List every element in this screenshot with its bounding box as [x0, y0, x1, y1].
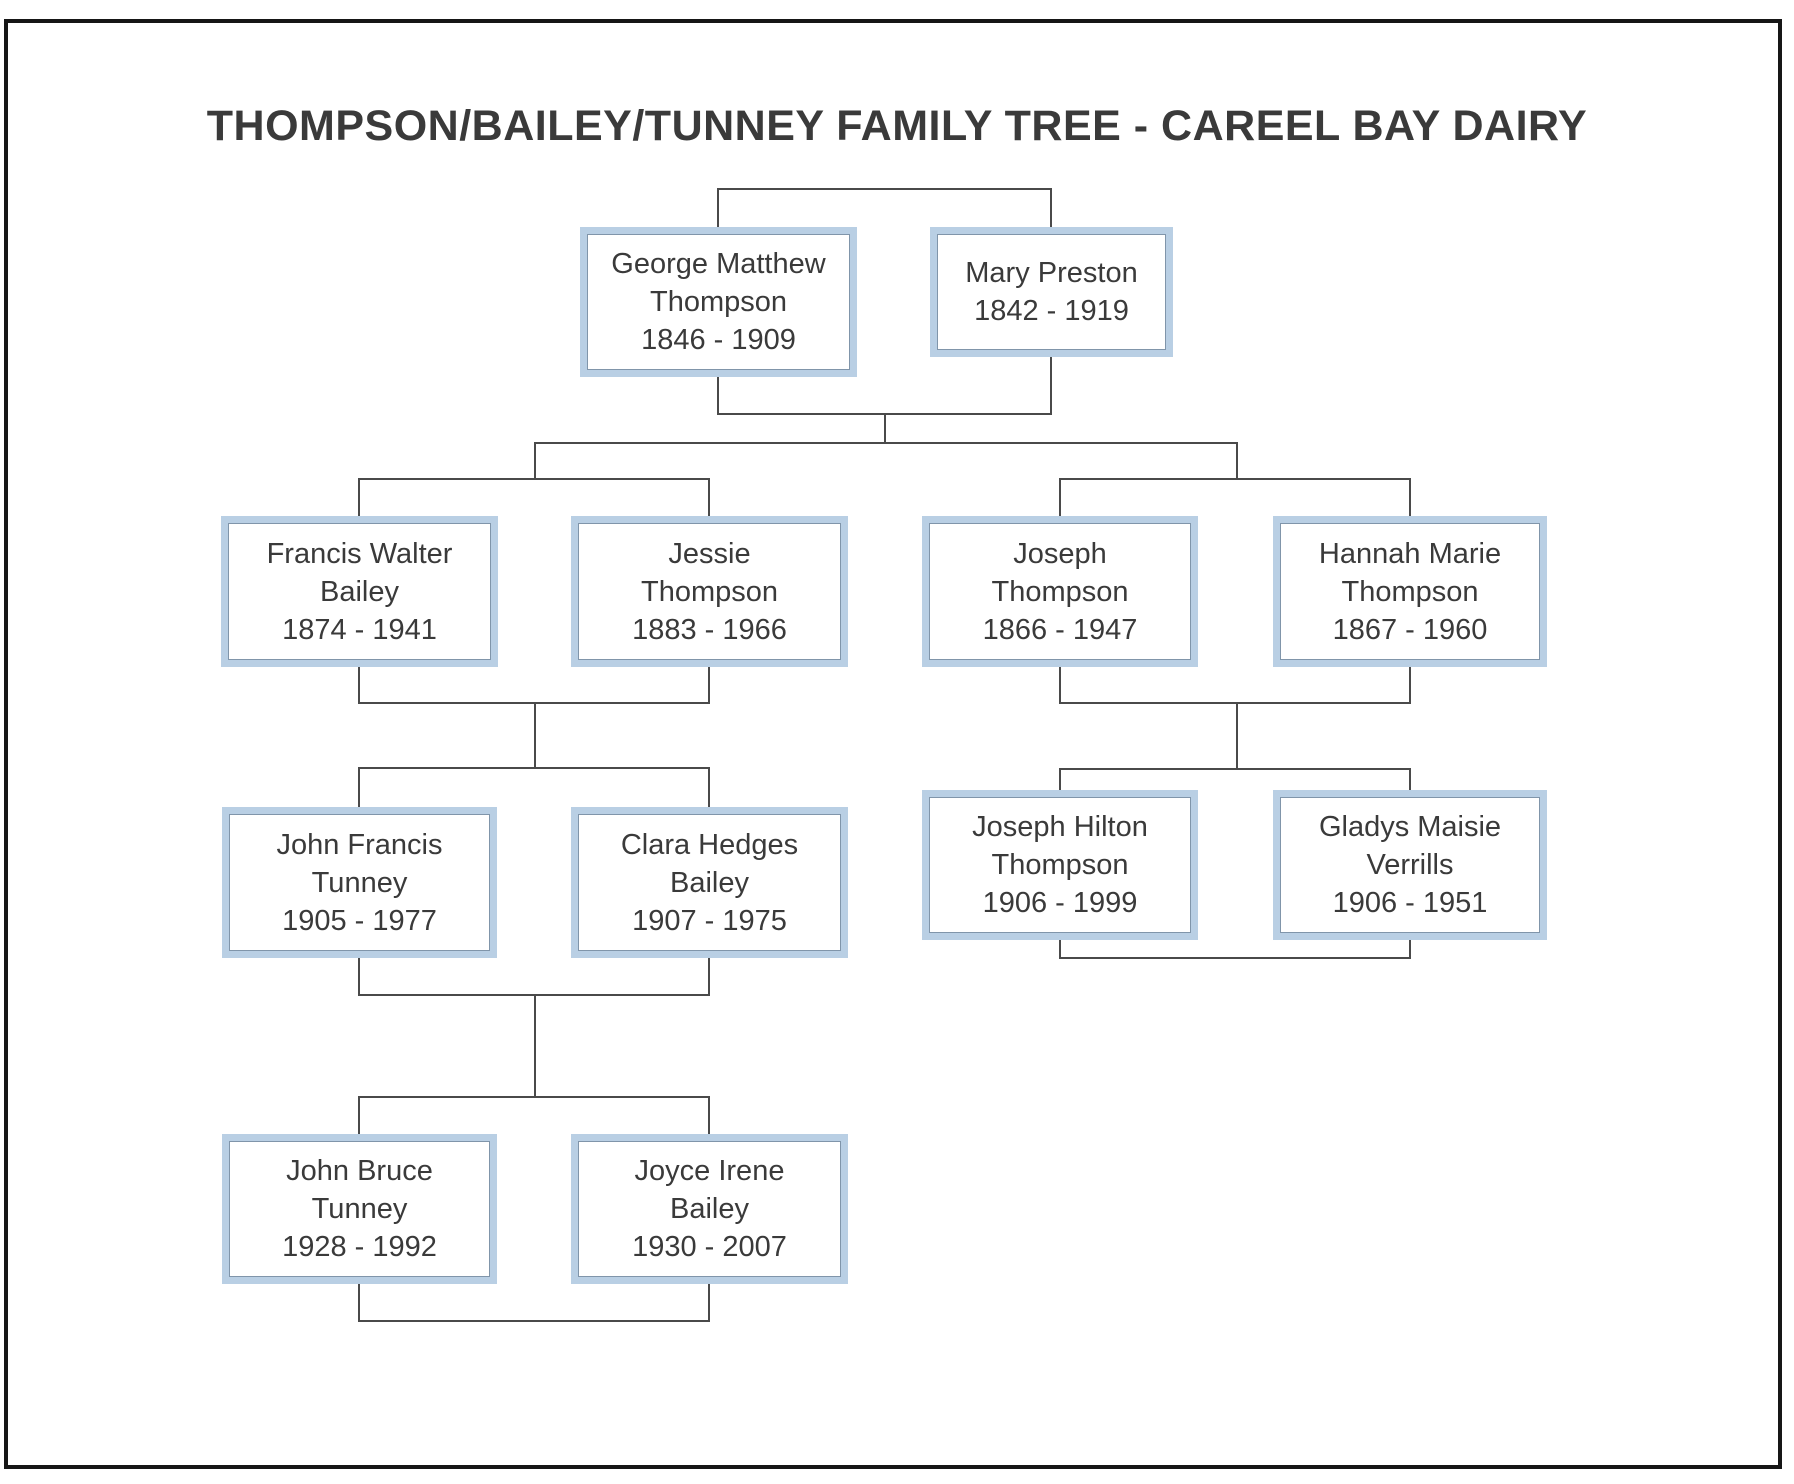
person-name-line: Bailey	[320, 575, 399, 608]
person-years: 1874 - 1941	[282, 613, 437, 646]
person-name-line: Joseph Hilton	[972, 811, 1148, 843]
person-name-line: John Bruce	[286, 1155, 433, 1187]
person-box-mary-preston: Mary Preston 1842 - 1919	[930, 227, 1173, 357]
connector-lines	[358, 188, 1411, 1322]
person-box-francis-walter-bailey: Francis Walter Bailey 1874 - 1941	[221, 516, 498, 667]
person-name-line: Joyce Irene	[634, 1155, 785, 1187]
person-name-line: Tunney	[311, 866, 408, 899]
person-years: 1846 - 1909	[641, 324, 796, 356]
person-years: 1883 - 1966	[632, 613, 787, 646]
person-name-line: Bailey	[670, 1193, 749, 1225]
person-name-line: Thompson	[991, 849, 1129, 881]
person-box-gladys-maisie-verrills: Gladys Maisie Verrills 1906 - 1951	[1273, 790, 1547, 940]
person-name-line: Clara Hedges	[620, 828, 799, 861]
person-box-john-francis-tunney: John Francis Tunney 1905 - 1977	[222, 807, 497, 958]
page-border	[4, 19, 1782, 1469]
person-box-clara-hedges-bailey: Clara Hedges Bailey 1907 - 1975	[571, 807, 848, 958]
person-name-line: Verrills	[1366, 849, 1454, 881]
person-years: 1907 - 1975	[632, 904, 787, 937]
person-box-george-matthew-thompson: George Matthew Thompson 1846 - 1909	[580, 227, 857, 377]
person-name-line: Bailey	[670, 866, 749, 899]
person-years: 1842 - 1919	[974, 295, 1129, 327]
person-name-line: John Francis	[276, 828, 443, 861]
person-box-joyce-irene-bailey: Joyce Irene Bailey 1930 - 2007	[571, 1134, 848, 1284]
person-name-line: Joseph	[1013, 537, 1107, 570]
person-years: 1905 - 1977	[282, 904, 437, 937]
person-name-line: Thompson	[1341, 575, 1479, 608]
person-name-line: Gladys Maisie	[1318, 811, 1502, 843]
person-years: 1867 - 1960	[1332, 613, 1488, 646]
person-name-line: Thompson	[649, 286, 787, 318]
person-name-line: Jessie	[668, 537, 751, 570]
page-title: THOMPSON/BAILEY/TUNNEY FAMILY TREE - CAR…	[206, 102, 1588, 150]
person-box-hannah-marie-thompson: Hannah Marie Thompson 1867 - 1960	[1273, 516, 1547, 667]
person-name-line: Hannah Marie	[1318, 537, 1502, 570]
person-years: 1928 - 1992	[282, 1231, 437, 1263]
person-years: 1930 - 2007	[632, 1231, 787, 1263]
person-years: 1906 - 1999	[982, 887, 1138, 919]
person-box-jessie-thompson: Jessie Thompson 1883 - 1966	[571, 516, 848, 667]
person-years: 1866 - 1947	[982, 613, 1138, 646]
person-box-john-bruce-tunney: John Bruce Tunney 1928 - 1992	[222, 1134, 497, 1284]
person-name-line: Tunney	[311, 1193, 408, 1225]
person-name-line: George Matthew	[611, 248, 826, 280]
person-name-line: Francis Walter	[266, 537, 453, 570]
person-box-joseph-hilton-thompson: Joseph Hilton Thompson 1906 - 1999	[922, 790, 1198, 940]
person-box-joseph-thompson: Joseph Thompson 1866 - 1947	[922, 516, 1198, 667]
person-name-line: Mary Preston	[965, 257, 1138, 289]
person-name-line: Thompson	[640, 575, 778, 608]
person-years: 1906 - 1951	[1332, 887, 1488, 919]
person-name-line: Thompson	[991, 575, 1129, 608]
